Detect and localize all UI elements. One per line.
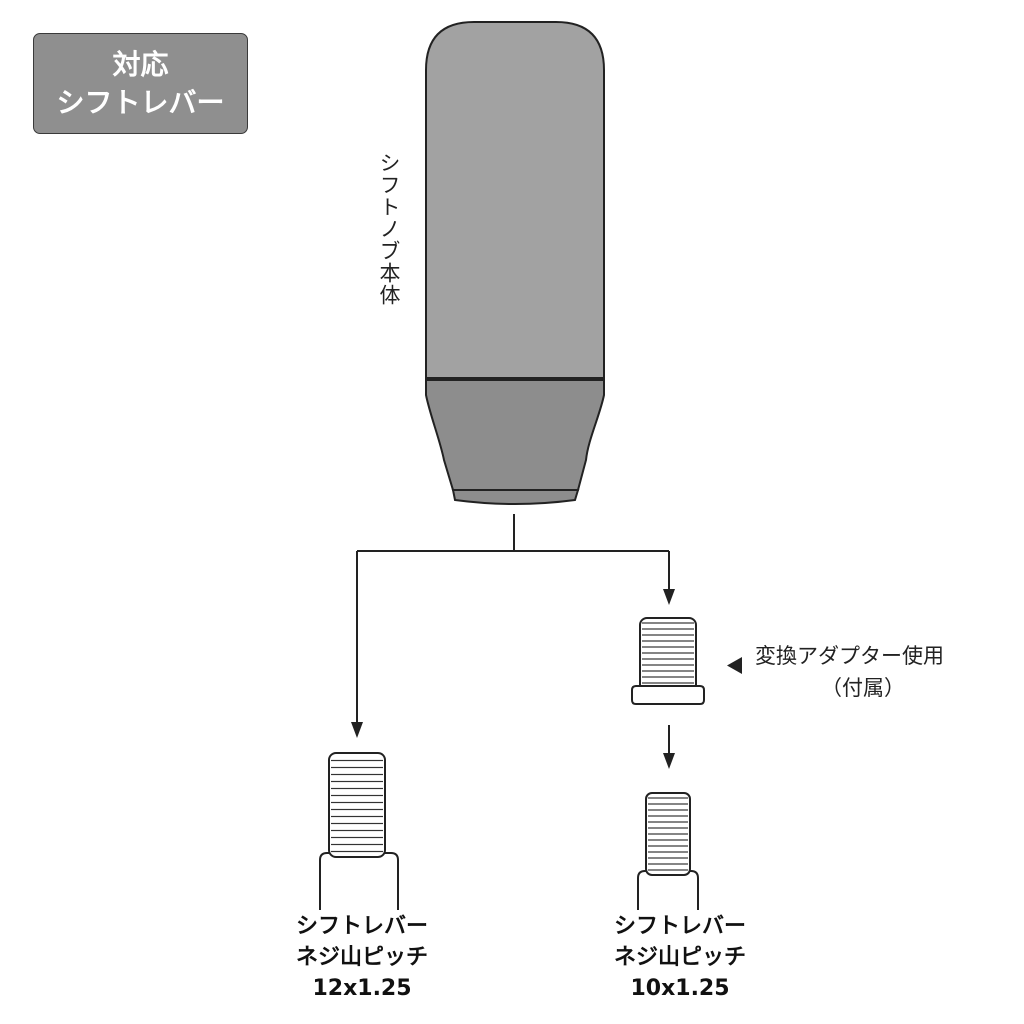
lever-caption-pitch: 10x1.25 [630,976,730,1001]
lever-caption-pitch: 12x1.25 [312,976,412,1001]
lever-caption-subtitle: ネジ山ピッチ [295,945,428,970]
lever-caption-title: シフトレバー [613,914,746,939]
adapter-note-line1: 変換アダプター使用 [755,644,944,668]
knob-base-ring [451,489,580,505]
arrow-to-adapter [663,589,675,605]
badge-title-line2: シフトレバー [56,85,225,119]
lever-caption-12mm: シフトレバー ネジ山ピッチ 12x1.25 [252,911,472,1004]
conversion-adapter [631,617,705,705]
connector-lines [356,514,670,755]
lever-caption-subtitle: ネジ山ピッチ [613,945,746,970]
badge-title-line1: 対応 [112,47,169,81]
arrow-to-10mm-lever [663,753,675,769]
pointer-left-icon [727,657,742,674]
shift-knob-label: シフトノブ本体 [377,152,401,306]
knob-upper-body [425,21,605,379]
lever-caption-title: シフトレバー [295,914,428,939]
compatible-lever-badge: 対応 シフトレバー [33,33,248,134]
adapter-note: 変換アダプター使用 （付属） [755,640,985,704]
shift-knob [425,21,605,505]
shift-lever-10mm [637,792,699,910]
knob-lower-body [425,379,605,491]
lever-caption-10mm: シフトレバー ネジ山ピッチ 10x1.25 [570,911,790,1004]
shift-lever-12mm [319,752,399,910]
arrow-to-12mm-lever [351,722,363,738]
adapter-note-line2: （付属） [821,676,905,700]
